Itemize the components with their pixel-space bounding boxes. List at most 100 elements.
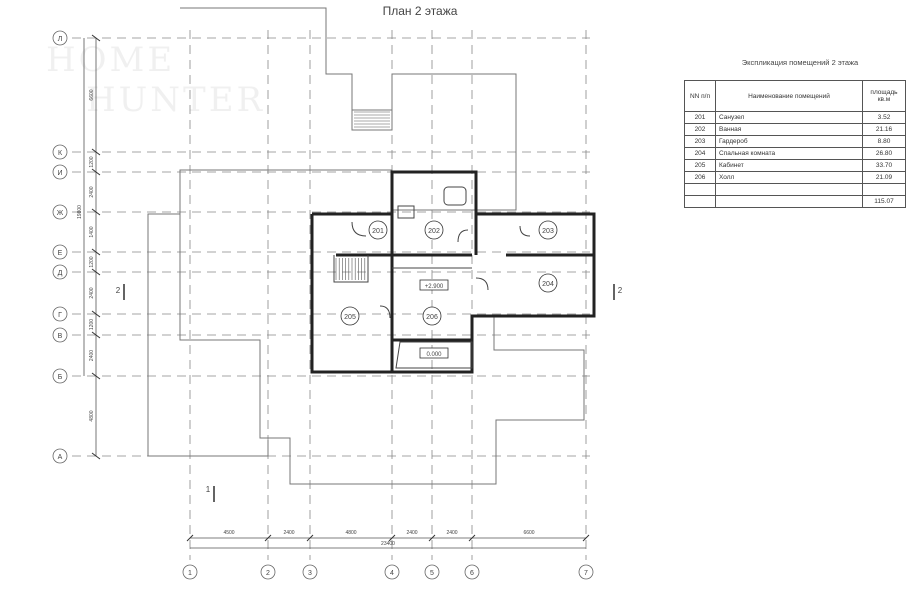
door-swing-1 [351,221,367,237]
schedule-cell-name: Спальная комната [715,147,863,160]
schedule-cell-area: 21.09 [862,171,906,184]
level-box-1 [419,347,449,359]
row-dim-6: 1200 [89,319,95,330]
left-dim-tick-8 [91,372,101,380]
col-dim-0: 4500 [223,530,234,536]
col-dim-3: 2400 [406,530,417,536]
col-dim-5: 6600 [523,530,534,536]
plan-title: План 2 этажа [382,4,458,18]
bottom-dim-tick-1 [264,534,272,542]
schedule-cell-num [684,195,716,208]
schedule-total-area: 115.07 [862,195,906,208]
bottom-dim-tick-3 [388,534,396,542]
left-dim-tick-6 [91,310,101,318]
grid-row-label-9: А [58,454,63,461]
grid-row-bubble-7 [52,327,68,343]
row-dim-2: 2400 [89,186,95,197]
door-swing-2 [457,229,469,243]
grid-col-label-5: 6 [470,570,474,577]
col-dim-4: 2400 [446,530,457,536]
door-swing-4 [379,305,391,319]
left-dim-tick-2 [91,168,101,176]
schedule-cell-name: Ванная [715,123,863,136]
left-dim-tick-0 [91,34,101,42]
row-dim-7: 2400 [89,350,95,361]
schedule-total-row: 115.07 [684,195,906,208]
schedule-cell-num: 206 [684,171,716,184]
col-name-header: Наименование помещений [715,80,863,112]
left-dim-tick-5 [91,268,101,276]
row-dim-1: 1200 [89,156,95,167]
terrace-outline [392,73,517,175]
room-label-205: 205 [344,314,356,321]
grid-col-label-2: 3 [308,570,312,577]
section-mark-label-0: 2 [116,286,121,295]
grid-row-label-2: И [57,170,62,177]
grid-col-label-0: 1 [188,570,192,577]
col-num-header: NN п/п [684,80,716,112]
room-bubble-203 [538,220,558,240]
walls [310,170,596,374]
room-label-206: 206 [426,314,438,321]
grid-row-label-4: Е [58,250,63,257]
grid-col-label-6: 7 [584,570,588,577]
schedule-title: Экспликация помещений 2 этажа [741,58,859,67]
schedule-cell-name: Гардероб [715,135,863,148]
left-dim-tick-3 [91,208,101,216]
grid-row-label-7: В [58,333,63,340]
room-label-203: 203 [542,228,554,235]
door-swing-5 [519,225,531,237]
schedule-cell-num: 202 [684,123,716,136]
grid-row-bubble-3 [52,204,68,220]
grid-row-bubble-2 [52,164,68,180]
left-dim-tick-4 [91,248,101,256]
left-dim-tick-1 [91,148,101,156]
lower-outline [147,213,269,457]
left-total-dim: 19800 [77,205,83,219]
schedule-cell-name: Санузел [715,111,863,124]
row-dim-8: 4800 [89,410,95,421]
grid-row-bubble-4 [52,244,68,260]
stair-treads [335,111,390,280]
grid-col-bubble-1 [260,564,276,580]
door-swing-3 [475,277,489,291]
outer-wall [310,170,596,374]
schedule-cell-name [715,183,863,196]
schedule-cell-num: 204 [684,147,716,160]
level-label-0: +2.900 [425,284,444,290]
bottom-dim-tick-6 [582,534,590,542]
left-dim-tick-9 [91,452,101,460]
grid-row-bubble-6 [52,306,68,322]
col-area-header: площадь кв.м [862,80,906,112]
grid-row-bubble-5 [52,264,68,280]
room-schedule-table: NN п/п Наименование помещений площадь кв… [684,80,906,208]
grid-lines [72,30,590,560]
grid-col-bubble-0 [182,564,198,580]
grid-row-label-8: Б [58,374,63,381]
bottom-dim-tick-2 [306,534,314,542]
roof-outline [179,7,585,485]
schedule-cell-area: 21.16 [862,123,906,136]
bathtub [443,186,467,206]
bottom-dim-tick-5 [468,534,476,542]
schedule-cell-num: 205 [684,159,716,172]
grid-col-label-4: 5 [430,570,434,577]
grid-col-bubble-5 [464,564,480,580]
grid-row-bubble-0 [52,30,68,46]
level-label-1: 0.000 [426,352,442,358]
grid-row-label-3: Ж [57,210,64,217]
section-mark-label-1: 2 [618,286,623,295]
schedule-blank-row [684,183,906,196]
grid-col-bubble-2 [302,564,318,580]
grid-row-bubble-9 [52,448,68,464]
grid-row-bubble-8 [52,368,68,384]
row-dim-3: 1400 [89,226,95,237]
row-dim-5: 2400 [89,287,95,298]
room-label-201: 201 [372,228,384,235]
grid-col-bubble-3 [384,564,400,580]
